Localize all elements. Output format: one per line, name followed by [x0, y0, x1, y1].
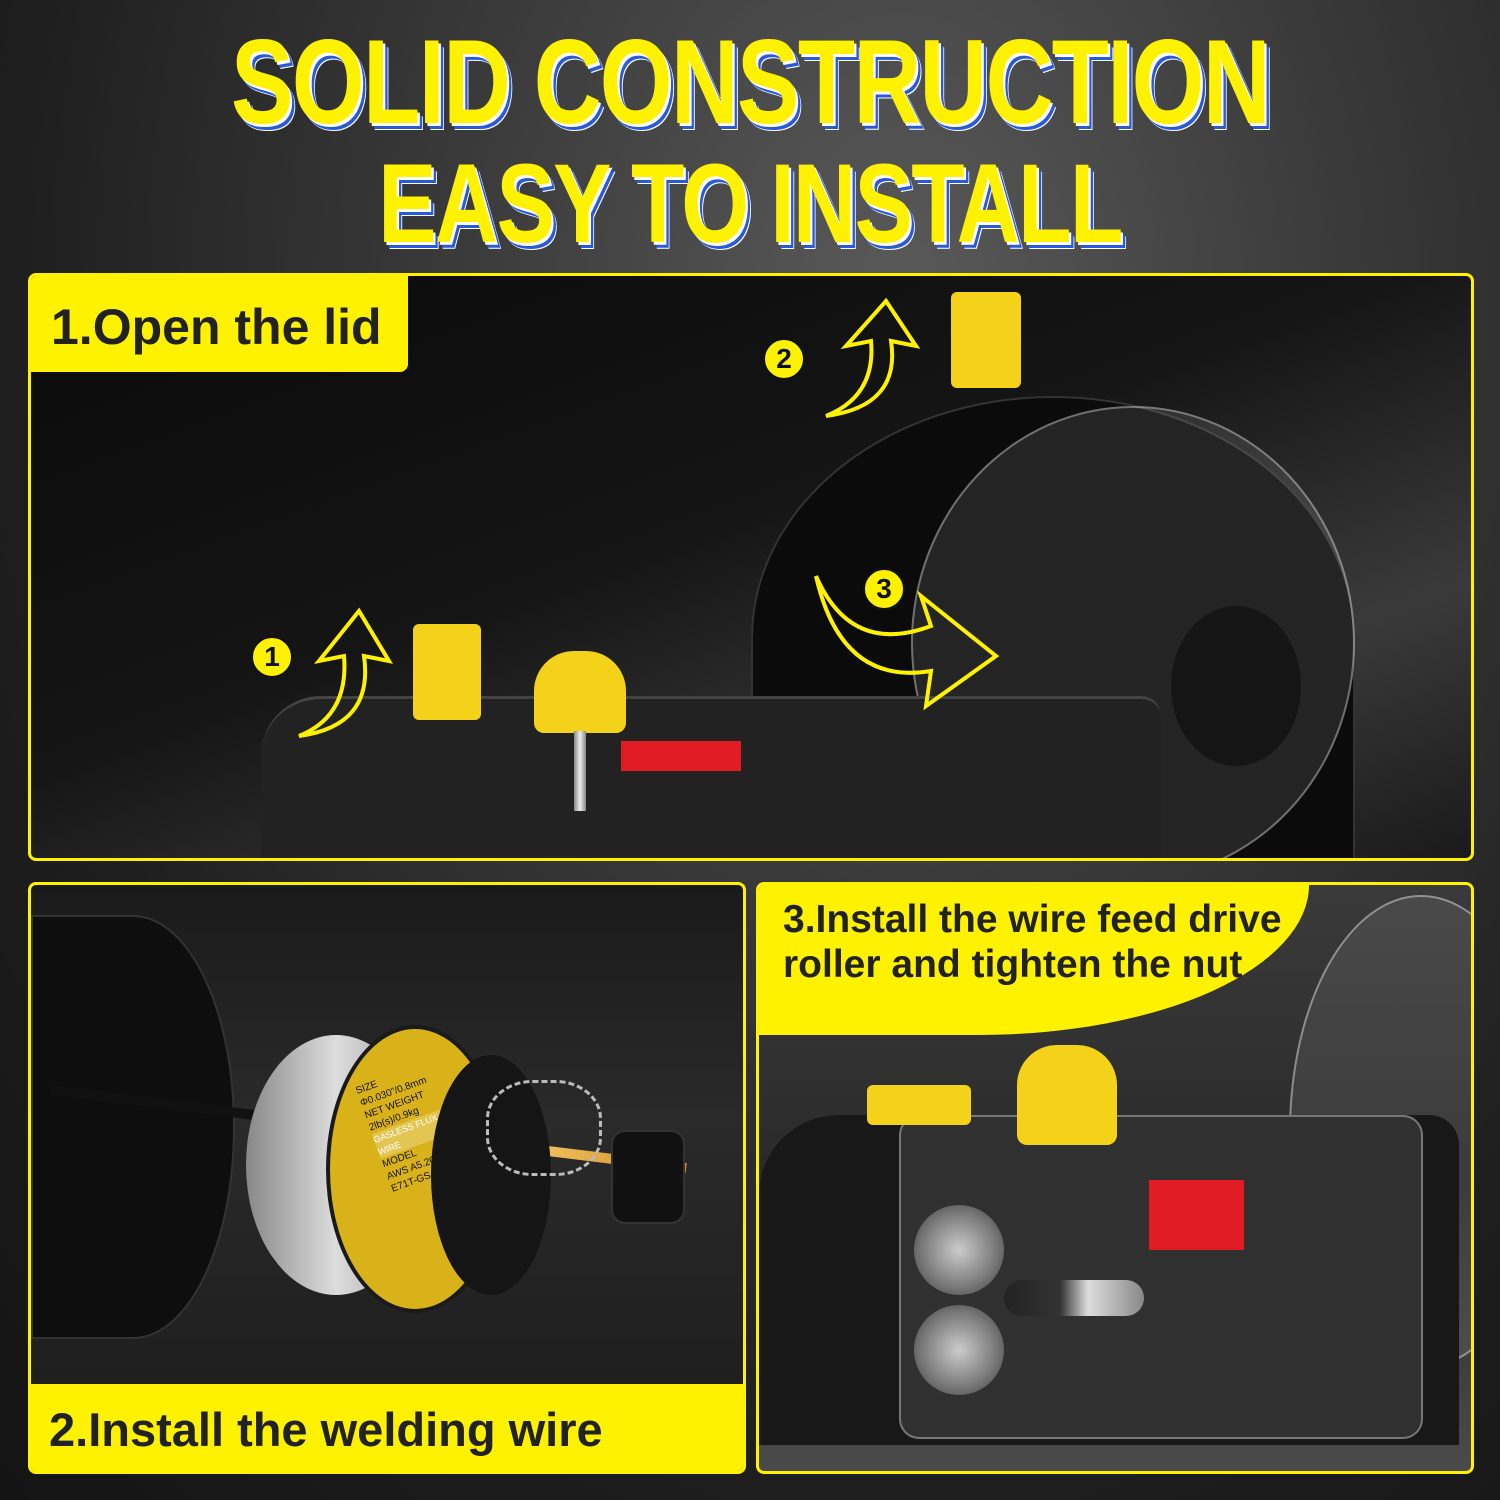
- latch-1-illustration: [413, 624, 481, 720]
- latch-2-illustration: [951, 292, 1021, 388]
- lower-roller-illustration: [914, 1305, 1004, 1395]
- tension-knob-illustration: [534, 651, 626, 733]
- spring-illustration: [486, 1080, 602, 1176]
- step-title-open-lid: 1.Open the lid: [31, 276, 408, 372]
- red-clip-illustration: [621, 741, 741, 771]
- machine-body-illustration: [261, 696, 1161, 858]
- latch-illustration: [867, 1085, 971, 1125]
- headline-line-2: EASY TO INSTALL: [378, 141, 1123, 266]
- upper-roller-illustration: [914, 1205, 1004, 1295]
- step-title-install-roller: 3.Install the wire feed drive roller and…: [759, 885, 1309, 1035]
- red-clip-illustration: [1149, 1180, 1244, 1250]
- panel-install-wire: SIZE Φ0.030"/0.8mm NET WEIGHT 2lb(s)/0.9…: [28, 882, 746, 1474]
- curved-arrow-up-icon: [825, 297, 921, 418]
- wire-guide-illustration: [1004, 1280, 1144, 1316]
- step-marker-1: 1: [251, 636, 293, 678]
- nut-illustration: [611, 1130, 685, 1224]
- panel-install-roller: 3.Install the wire feed drive roller and…: [756, 882, 1474, 1474]
- step-marker-2: 2: [763, 338, 805, 380]
- tension-knob-illustration: [1017, 1045, 1117, 1145]
- step-title-install-wire: 2.Install the welding wire: [31, 1384, 743, 1471]
- spool-holder-illustration: [31, 915, 235, 1339]
- panel-open-lid: 1.Open the lid 1 2 3: [28, 273, 1474, 861]
- headline-line-1: SOLID CONSTRUCTION: [231, 15, 1270, 149]
- knob-shaft-illustration: [574, 731, 586, 811]
- curved-arrow-up-icon: [298, 607, 394, 738]
- step-marker-3: 3: [863, 568, 905, 610]
- curved-arrow-right-icon: [814, 575, 1000, 711]
- spool-hub-illustration: [1171, 606, 1301, 766]
